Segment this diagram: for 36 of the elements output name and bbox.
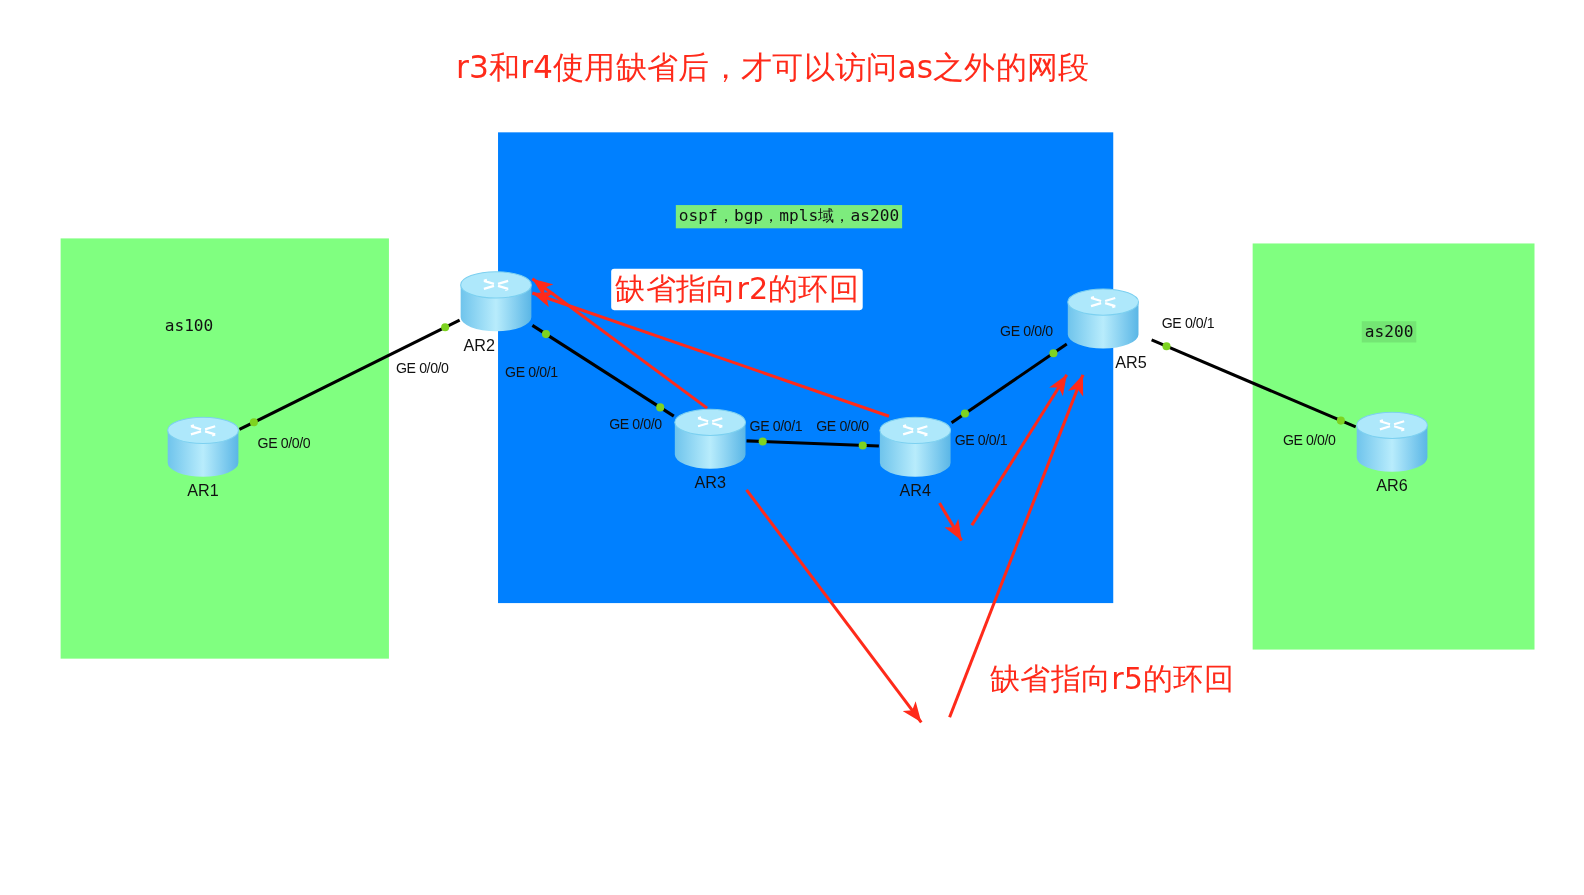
interface-label: GE 0/0/1	[505, 363, 558, 380]
area-label: as100	[163, 315, 215, 337]
router-label: AR2	[462, 335, 495, 356]
arrow	[948, 374, 1085, 718]
as-area	[60, 238, 389, 659]
interface-label: GE 0/0/0	[396, 359, 449, 376]
domain-area	[498, 132, 1114, 604]
arrow	[531, 277, 709, 410]
router-label: AR3	[693, 472, 727, 493]
interface-label: GE 0/0/0	[257, 434, 311, 451]
router-label: AR1	[186, 480, 220, 502]
area-label: ospf，bgp，mpls域，as200	[675, 205, 903, 229]
interface-label: GE 0/0/1	[749, 418, 803, 435]
router-label: AR5	[1115, 352, 1148, 373]
link-line	[1151, 338, 1357, 429]
arrow	[745, 489, 923, 724]
interface-label: GE 0/0/0	[1000, 323, 1053, 340]
router-label: AR4	[898, 480, 932, 502]
link-line	[950, 342, 1068, 424]
interface-label: GE 0/0/0	[609, 416, 662, 433]
interface-label: GE 0/0/1	[1161, 315, 1215, 332]
link-line	[238, 318, 461, 431]
router-label: AR6	[1375, 475, 1409, 496]
arrow	[938, 502, 963, 542]
link-line	[531, 324, 675, 418]
interface-label: GE 0/0/0	[816, 418, 869, 435]
annotation-note: 缺省指向r5的环回	[990, 659, 1234, 699]
interface-label: GE 0/0/0	[1282, 432, 1336, 449]
area-label: as200	[1361, 321, 1417, 343]
as-area	[1252, 243, 1535, 650]
interface-label: GE 0/0/1	[954, 432, 1008, 449]
link-line	[746, 439, 879, 448]
title: r3和r4使用缺省后，才可以访问as之外的网段	[455, 47, 1091, 87]
arrow	[970, 373, 1069, 527]
arrow	[531, 291, 890, 418]
annotation-note: 缺省指向r2的环回	[611, 268, 864, 311]
